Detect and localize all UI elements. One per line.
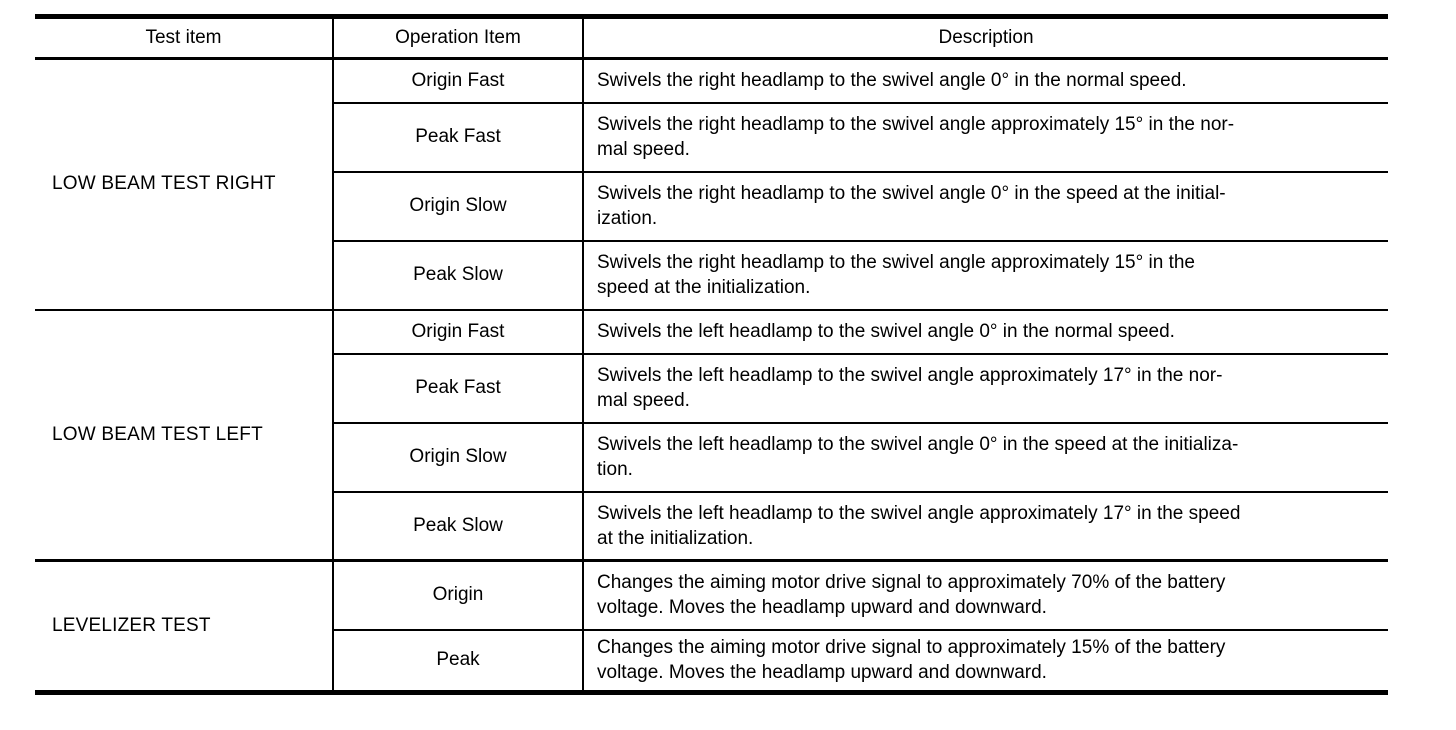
table-row: Peak Fast Swivels the left headlamp to t… bbox=[35, 352, 1388, 423]
table-row: Peak Fast Swivels the right headlamp to … bbox=[35, 101, 1388, 172]
table-row: Peak Slow Swivels the left headlamp to t… bbox=[35, 490, 1388, 561]
description-cell: Changes the aiming motor drive signal to… bbox=[583, 559, 1388, 630]
operation-cell: Peak Fast bbox=[332, 101, 584, 172]
test-item-cell-levelizer: LEVELIZER TEST bbox=[35, 559, 333, 693]
table-row: Origin Slow Swivels the left headlamp to… bbox=[35, 421, 1388, 492]
table-header-row: Test item Operation Item Description bbox=[35, 16, 1388, 60]
operation-cell: Peak Slow bbox=[332, 490, 584, 561]
operation-test-table: Test item Operation Item Description LOW… bbox=[35, 14, 1388, 695]
description-cell: Swivels the right headlamp to the swivel… bbox=[583, 101, 1388, 172]
description-cell: Swivels the left headlamp to the swivel … bbox=[583, 421, 1388, 492]
test-item-cell-low-beam-left: LOW BEAM TEST LEFT bbox=[35, 308, 333, 561]
operation-cell: Origin Slow bbox=[332, 170, 584, 241]
table-row: LOW BEAM TEST RIGHT Origin Fast Swivels … bbox=[35, 58, 1388, 194]
operation-cell: Origin Slow bbox=[332, 421, 584, 492]
table-row: Origin Slow Swivels the right headlamp t… bbox=[35, 170, 1388, 241]
header-test-item: Test item bbox=[35, 16, 333, 60]
description-cell: Swivels the right headlamp to the swivel… bbox=[583, 239, 1388, 310]
operation-cell: Origin Fast bbox=[332, 308, 584, 354]
description-cell: Swivels the left headlamp to the swivel … bbox=[583, 308, 1388, 354]
table-row: Peak Slow Swivels the right headlamp to … bbox=[35, 239, 1388, 310]
table-row: LOW BEAM TEST LEFT Origin Fast Swivels t… bbox=[35, 308, 1388, 561]
table-row: LEVELIZER TEST Origin Changes the aiming… bbox=[35, 559, 1388, 693]
operation-cell: Peak bbox=[332, 628, 584, 693]
operation-cell: Origin bbox=[332, 559, 584, 630]
operation-cell: Peak Fast bbox=[332, 352, 584, 423]
operation-cell: Origin Fast bbox=[332, 58, 584, 103]
description-cell: Swivels the left headlamp to the swivel … bbox=[583, 352, 1388, 423]
operation-cell: Peak Slow bbox=[332, 239, 584, 310]
description-cell: Changes the aiming motor drive signal to… bbox=[583, 628, 1388, 693]
table-row: Peak Changes the aiming motor drive sign… bbox=[35, 628, 1388, 693]
header-operation-item: Operation Item bbox=[332, 16, 584, 60]
header-description: Description bbox=[583, 16, 1388, 60]
description-cell: Swivels the right headlamp to the swivel… bbox=[583, 170, 1388, 241]
test-item-cell-low-beam-right: LOW BEAM TEST RIGHT bbox=[52, 173, 276, 195]
description-cell: Swivels the right headlamp to the swivel… bbox=[597, 70, 1187, 92]
description-cell: Swivels the left headlamp to the swivel … bbox=[583, 490, 1388, 561]
